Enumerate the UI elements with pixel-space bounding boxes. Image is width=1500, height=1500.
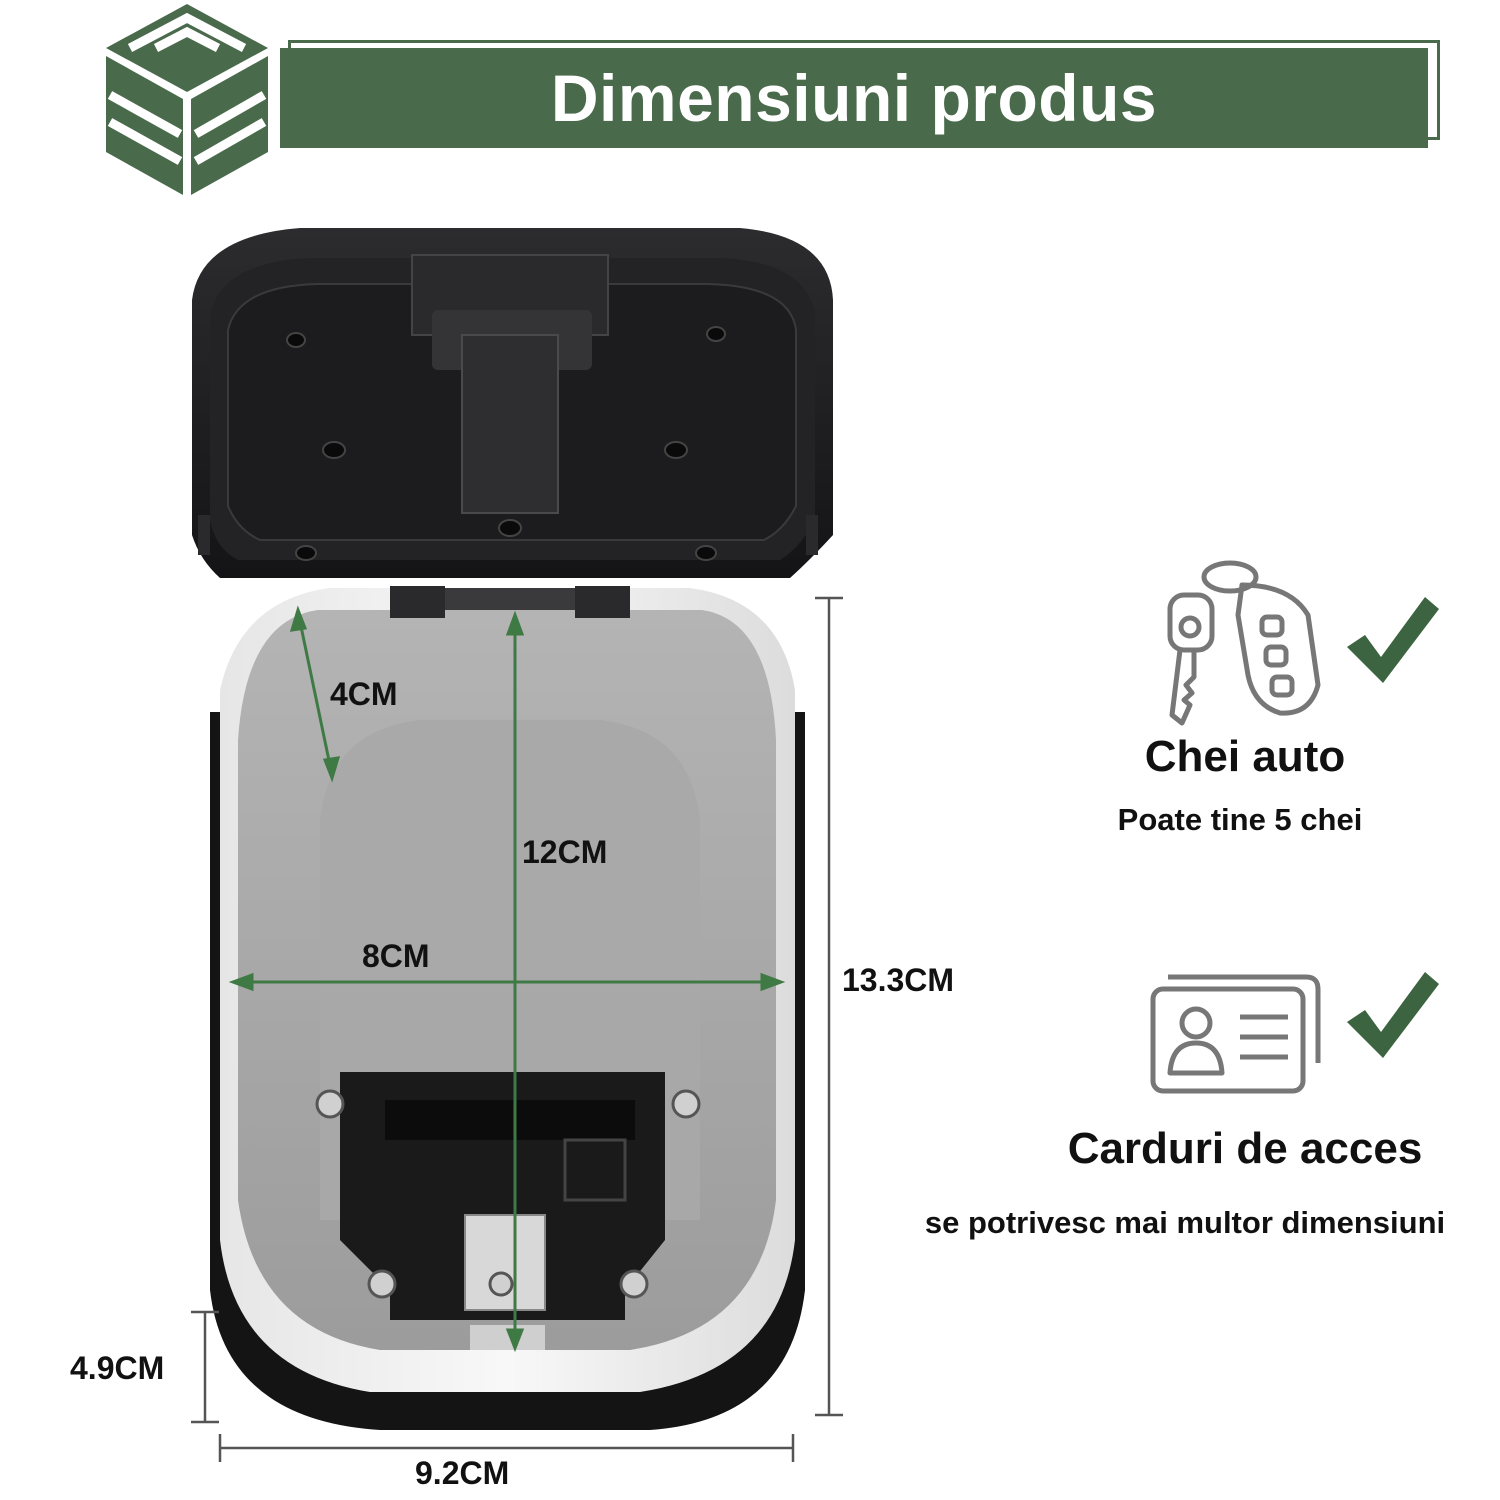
access-card-icon [1150,974,1321,1094]
feature-subtitle-car-keys: Poate tine 5 chei [1117,802,1363,837]
inner-width-label: 8CM [362,938,430,974]
checkmark-icon [1347,972,1439,1058]
header-banner [280,48,1428,148]
brand-logo-icon [106,4,268,195]
depth-label: 4CM [330,676,398,712]
outer-height-label: 13.3CM [842,962,955,998]
car-keys-icon [1167,560,1321,726]
inner-height-label: 12CM [522,834,608,870]
feature-subtitle-access-cards: se potrivesc mai multor dimensiuni [924,1205,1446,1240]
thickness-label: 4.9CM [70,1350,165,1386]
page-title: Dimensiuni produs [550,61,1158,135]
feature-title-access-cards: Carduri de acces [1067,1124,1423,1173]
checkmark-icon [1347,597,1439,683]
outer-width-label: 9.2CM [415,1455,510,1491]
feature-title-car-keys: Chei auto [1144,732,1346,781]
